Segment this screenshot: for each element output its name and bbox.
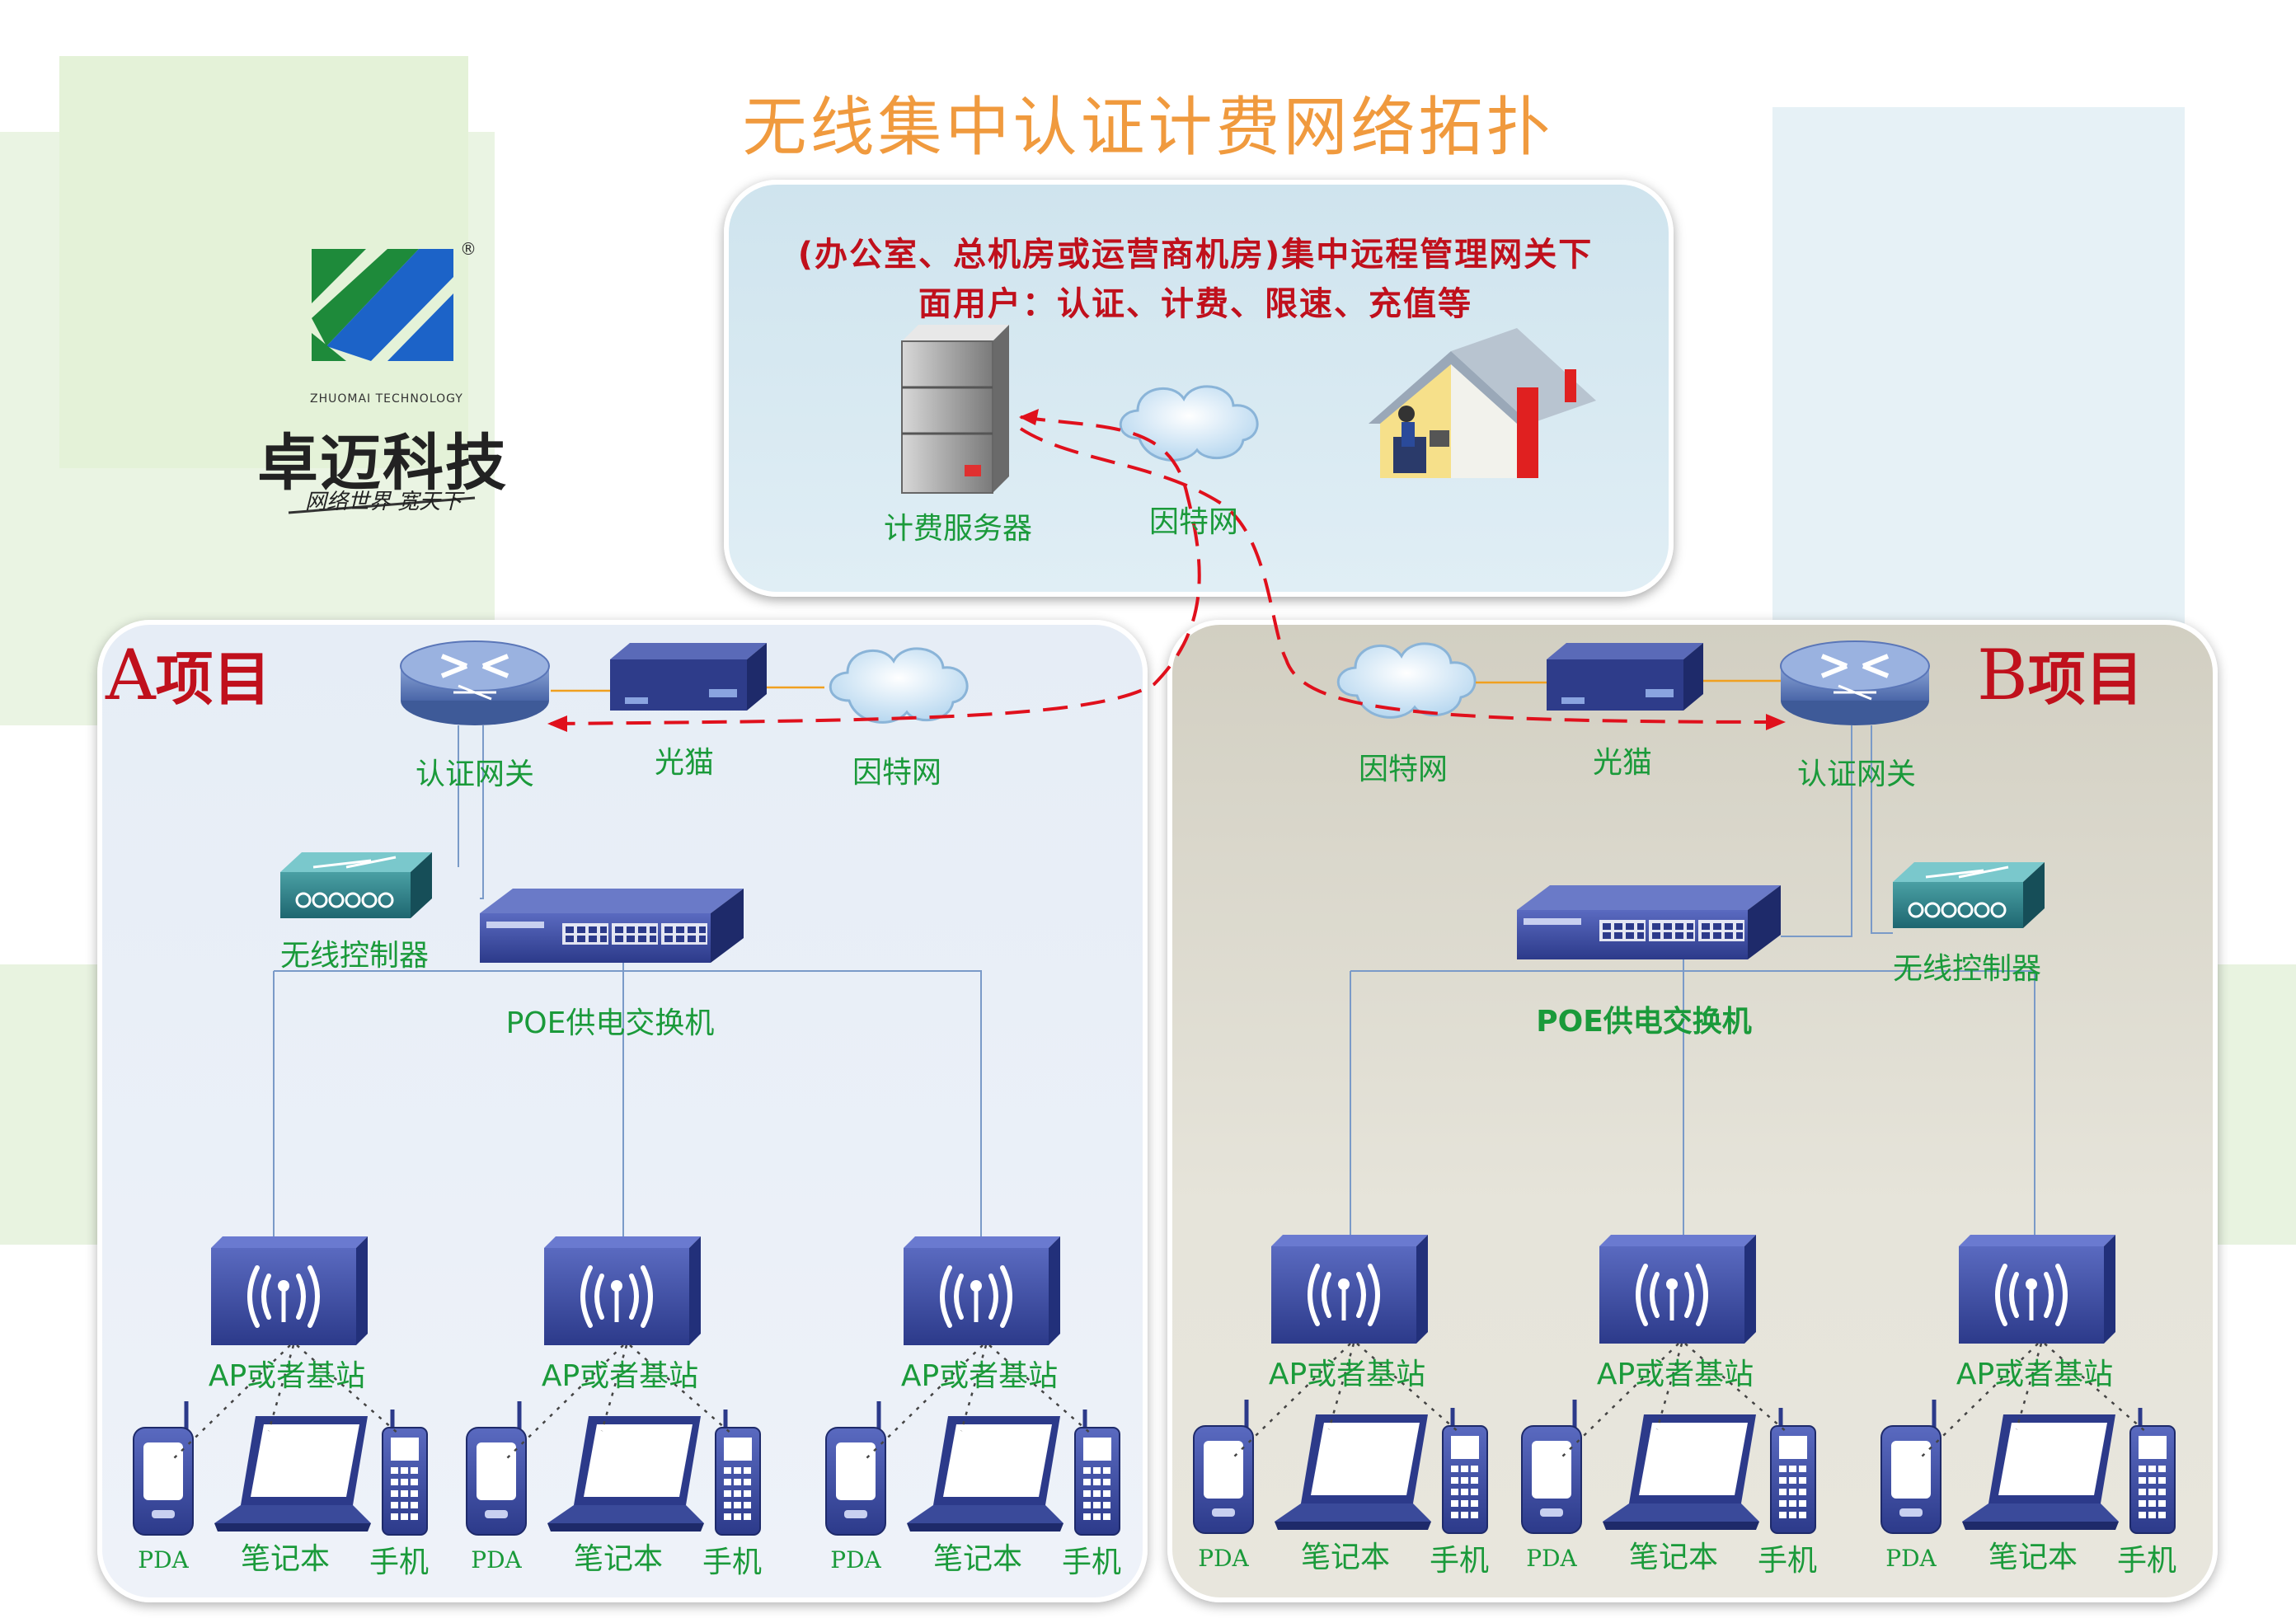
billing-server-label: 计费服务器 <box>883 512 1033 546</box>
project-b-modem-label: 光猫 <box>1592 746 1653 780</box>
project-b-laptop-1-label: 笔记本 <box>1300 1541 1391 1574</box>
registered-mark: ® <box>460 239 477 259</box>
project-b-wireless-link-3-3 <box>2044 1343 2148 1433</box>
project-b-pda-3-icon <box>1881 1400 1941 1533</box>
project-b-laptop-1-icon <box>1275 1414 1431 1530</box>
project-b-wireless-link-2-3 <box>1684 1343 1788 1433</box>
project-a-phone-2-icon <box>716 1410 760 1535</box>
project-b-controller-label: 无线控制器 <box>1892 952 2042 986</box>
project-a-controller-label: 无线控制器 <box>279 939 430 973</box>
project-b-phone-3-label: 手机 <box>2116 1544 2177 1578</box>
project-a-title-text: 项目 <box>155 645 271 713</box>
project-b-laptop-2-label: 笔记本 <box>1628 1541 1719 1574</box>
brand-name: 卓迈科技 <box>257 428 508 499</box>
ap-group <box>134 1235 2175 1535</box>
project-a-wireless-link-2-3 <box>629 1344 733 1435</box>
brand-slogan: 网络世界 宽天下 <box>305 490 462 514</box>
project-a-internet-cloud-icon <box>829 647 969 724</box>
project-a-wireless-link-1-3 <box>296 1344 400 1435</box>
project-a-pda-1-label: PDA <box>138 1546 189 1574</box>
project-a-title: A项目 <box>106 633 271 716</box>
project-a-letter: A <box>106 635 156 715</box>
project-b-optical-modem-icon <box>1547 643 1703 711</box>
project-a-pda-2-icon <box>467 1401 526 1535</box>
project-b-poe-switch-icon <box>1517 885 1781 959</box>
project-b-phone-1-label: 手机 <box>1429 1544 1490 1578</box>
central-internet-cloud-icon <box>1119 385 1259 462</box>
project-a-laptop-3-label: 笔记本 <box>932 1542 1023 1576</box>
house-office-icon <box>1369 328 1596 478</box>
project-b-gateway-router-icon <box>1781 641 1929 725</box>
project-b-phone-2-label: 手机 <box>1757 1544 1818 1578</box>
billing-server-icon <box>901 325 1009 494</box>
project-b-pda-1-label: PDA <box>1198 1545 1249 1572</box>
project-b-laptop-2-icon <box>1603 1414 1759 1530</box>
project-a-gateway-label: 认证网关 <box>415 758 535 791</box>
project-b-switch-label: POE供电交换机 <box>1536 1005 1752 1039</box>
project-b-ap-1-label: AP或者基站 <box>1268 1358 1426 1391</box>
project-a-ap-3-label: AP或者基站 <box>900 1359 1059 1393</box>
central-headline-line1: (办公室、总机房或运营商机房)集中远程管理网关下 <box>797 236 1594 274</box>
project-a-laptop-1-label: 笔记本 <box>240 1542 331 1576</box>
background-band-bottom-right <box>2209 964 2296 1245</box>
project-a-ap-1-label: AP或者基站 <box>208 1359 366 1393</box>
project-b-laptop-3-icon <box>1962 1414 2119 1530</box>
project-a-ap-1-icon <box>211 1236 368 1345</box>
project-a-switch-label: POE供电交换机 <box>505 1006 715 1040</box>
project-b-laptop-3-label: 笔记本 <box>1988 1541 2078 1574</box>
project-a-internet-label: 因特网 <box>852 756 942 790</box>
project-b-pda-3-label: PDA <box>1885 1545 1937 1572</box>
project-b-ap-1-icon <box>1271 1235 1428 1344</box>
brand-english-name: ZHUOMAI TECHNOLOGY <box>310 392 463 406</box>
project-a-phone-3-icon <box>1075 1410 1120 1535</box>
project-b-letter: B <box>1977 635 2028 715</box>
project-a-ap-3-icon <box>904 1236 1060 1345</box>
project-a-pda-1-icon <box>134 1401 193 1535</box>
project-b-phone-1-icon <box>1443 1408 1487 1533</box>
project-a-laptop-2-icon <box>547 1416 704 1532</box>
project-a-modem-label: 光猫 <box>654 746 715 780</box>
project-a-laptop-1-icon <box>214 1416 371 1532</box>
project-a-pda-3-label: PDA <box>830 1546 881 1574</box>
project-a-optical-modem-icon <box>610 643 767 711</box>
background-band-bottom-left <box>0 964 99 1245</box>
project-a-phone-2-label: 手机 <box>702 1546 763 1579</box>
project-b-pda-2-icon <box>1522 1400 1581 1533</box>
project-b-ap-2-label: AP或者基站 <box>1596 1358 1754 1391</box>
project-b-ap-3-label: AP或者基站 <box>1956 1358 2114 1391</box>
project-a-wireless-controller-icon <box>279 851 434 920</box>
project-b-wireless-controller-icon <box>1891 861 2046 930</box>
project-b-wireless-link-1-3 <box>1356 1343 1460 1433</box>
project-b-title: B项目 <box>1977 633 2143 716</box>
central-headline-line2: 面用户：认证、计费、限速、充值等 <box>918 285 1472 323</box>
project-b-ap-2-icon <box>1599 1235 1756 1344</box>
project-b-gateway-label: 认证网关 <box>1796 758 1917 791</box>
project-b-internet-cloud-icon <box>1336 642 1477 719</box>
project-a-poe-switch-icon <box>480 889 744 963</box>
project-a-pda-3-icon <box>826 1401 885 1535</box>
project-a-ap-2-icon <box>544 1236 701 1345</box>
central-internet-label: 因特网 <box>1148 505 1239 539</box>
project-a-gateway-router-icon <box>401 641 549 725</box>
project-b-ap-3-icon <box>1959 1235 2115 1344</box>
project-b-title-text: 项目 <box>2027 645 2143 713</box>
project-a-phone-1-icon <box>383 1410 427 1535</box>
project-a-pda-2-label: PDA <box>471 1546 522 1574</box>
project-b-internet-label: 因特网 <box>1358 753 1448 786</box>
project-b-phone-2-icon <box>1771 1408 1815 1533</box>
project-b-pda-2-label: PDA <box>1526 1545 1577 1572</box>
project-a-laptop-2-label: 笔记本 <box>573 1542 664 1576</box>
project-a-ap-2-label: AP或者基站 <box>541 1359 699 1393</box>
project-b-phone-3-icon <box>2130 1408 2175 1533</box>
project-a-laptop-3-icon <box>907 1416 1063 1532</box>
diagram-title: 无线集中认证计费网络拓扑 <box>742 91 1554 165</box>
project-a-wireless-link-3-3 <box>988 1344 1092 1435</box>
project-b-pda-1-icon <box>1194 1400 1253 1533</box>
background-band-right <box>1772 107 2185 643</box>
project-a-phone-1-label: 手机 <box>369 1546 430 1579</box>
project-a-phone-3-label: 手机 <box>1061 1546 1122 1579</box>
